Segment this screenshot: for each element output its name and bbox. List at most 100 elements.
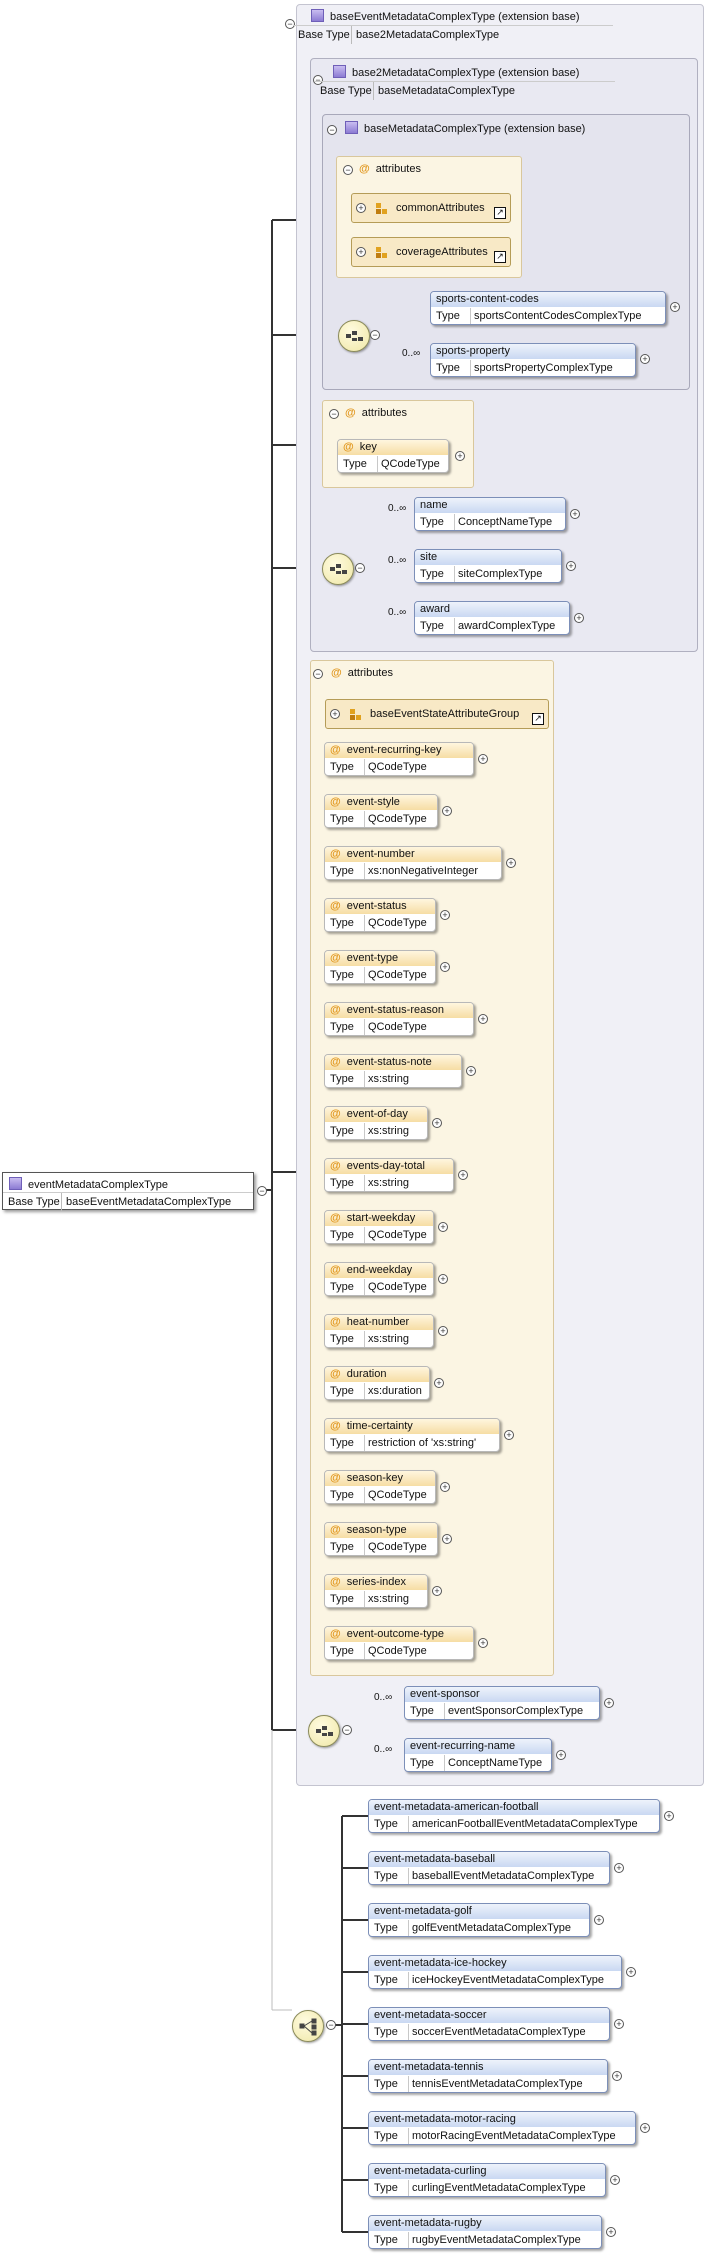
extension-title: base2MetadataComplexType (extension base… bbox=[333, 65, 579, 79]
expand-icon[interactable]: + bbox=[440, 910, 450, 920]
expand-icon[interactable]: + bbox=[458, 1170, 468, 1180]
collapse-icon[interactable]: − bbox=[355, 563, 365, 573]
collapse-icon[interactable]: − bbox=[326, 2020, 336, 2030]
expand-icon[interactable]: + bbox=[504, 1430, 514, 1440]
expand-icon[interactable]: + bbox=[356, 247, 366, 257]
expand-icon[interactable]: + bbox=[466, 1066, 476, 1076]
choice-compositor-icon[interactable] bbox=[292, 2010, 324, 2042]
expand-icon[interactable]: + bbox=[640, 2123, 650, 2133]
expand-icon[interactable]: + bbox=[432, 1118, 442, 1128]
collapse-icon[interactable]: − bbox=[285, 19, 295, 29]
expand-icon[interactable]: + bbox=[626, 1967, 636, 1977]
sequence-compositor-icon[interactable] bbox=[338, 320, 370, 352]
sequence-compositor-icon[interactable] bbox=[308, 1715, 340, 1747]
expand-icon[interactable]: + bbox=[442, 1534, 452, 1544]
expand-icon[interactable]: + bbox=[478, 1014, 488, 1024]
expand-icon[interactable]: + bbox=[356, 203, 366, 213]
expand-icon[interactable]: + bbox=[640, 354, 650, 364]
expand-icon[interactable]: + bbox=[478, 754, 488, 764]
expand-icon[interactable]: + bbox=[330, 709, 340, 719]
expand-icon[interactable]: + bbox=[604, 1698, 614, 1708]
expand-icon[interactable]: + bbox=[610, 2175, 620, 2185]
collapse-icon[interactable]: − bbox=[313, 669, 323, 679]
sequence-compositor-icon[interactable] bbox=[322, 553, 354, 585]
at-sign-icon: @ bbox=[330, 1212, 341, 1224]
expand-icon[interactable]: + bbox=[594, 1915, 604, 1925]
expand-icon[interactable]: + bbox=[556, 1750, 566, 1760]
collapse-icon[interactable]: − bbox=[327, 125, 337, 135]
expand-icon[interactable]: + bbox=[440, 962, 450, 972]
expand-icon[interactable]: + bbox=[434, 1378, 444, 1388]
expand-icon[interactable]: + bbox=[614, 1863, 624, 1873]
expand-icon[interactable]: + bbox=[566, 561, 576, 571]
external-link-icon[interactable]: ↗ bbox=[532, 713, 544, 725]
expand-icon[interactable]: + bbox=[455, 451, 465, 461]
collapse-icon[interactable]: − bbox=[329, 409, 339, 419]
external-link-icon[interactable]: ↗ bbox=[494, 207, 506, 219]
collapse-icon[interactable]: − bbox=[313, 75, 323, 85]
collapse-icon[interactable]: − bbox=[257, 1186, 267, 1196]
expand-icon[interactable]: + bbox=[506, 858, 516, 868]
expand-icon[interactable]: + bbox=[440, 1482, 450, 1492]
expand-icon[interactable]: + bbox=[438, 1274, 448, 1284]
collapse-icon[interactable]: − bbox=[342, 1725, 352, 1735]
collapse-icon[interactable]: − bbox=[343, 165, 353, 175]
expand-icon[interactable]: + bbox=[670, 302, 680, 312]
expand-icon[interactable]: + bbox=[438, 1326, 448, 1336]
external-link-icon[interactable]: ↗ bbox=[494, 251, 506, 263]
expand-icon[interactable]: + bbox=[614, 2019, 624, 2029]
expand-icon[interactable]: + bbox=[612, 2071, 622, 2081]
attribute-group-common[interactable]: + commonAttributes ↗ bbox=[351, 193, 511, 223]
attribute-group-coverage[interactable]: + coverageAttributes ↗ bbox=[351, 237, 511, 267]
expand-icon[interactable]: + bbox=[438, 1222, 448, 1232]
expand-icon[interactable]: + bbox=[570, 509, 580, 519]
expand-icon[interactable]: + bbox=[432, 1586, 442, 1596]
at-sign-icon: @ bbox=[330, 1420, 341, 1432]
expand-icon[interactable]: + bbox=[606, 2227, 616, 2237]
expand-icon[interactable]: + bbox=[664, 1811, 674, 1821]
expand-icon[interactable]: + bbox=[574, 613, 584, 623]
extension-title: baseMetadataComplexType (extension base) bbox=[345, 121, 585, 135]
collapse-icon[interactable]: − bbox=[370, 330, 380, 340]
attribute-group-base-event-state[interactable]: + baseEventStateAttributeGroup ↗ bbox=[325, 699, 549, 729]
at-sign-icon: @ bbox=[359, 163, 370, 175]
expand-icon[interactable]: + bbox=[478, 1638, 488, 1648]
expand-icon[interactable]: + bbox=[442, 806, 452, 816]
